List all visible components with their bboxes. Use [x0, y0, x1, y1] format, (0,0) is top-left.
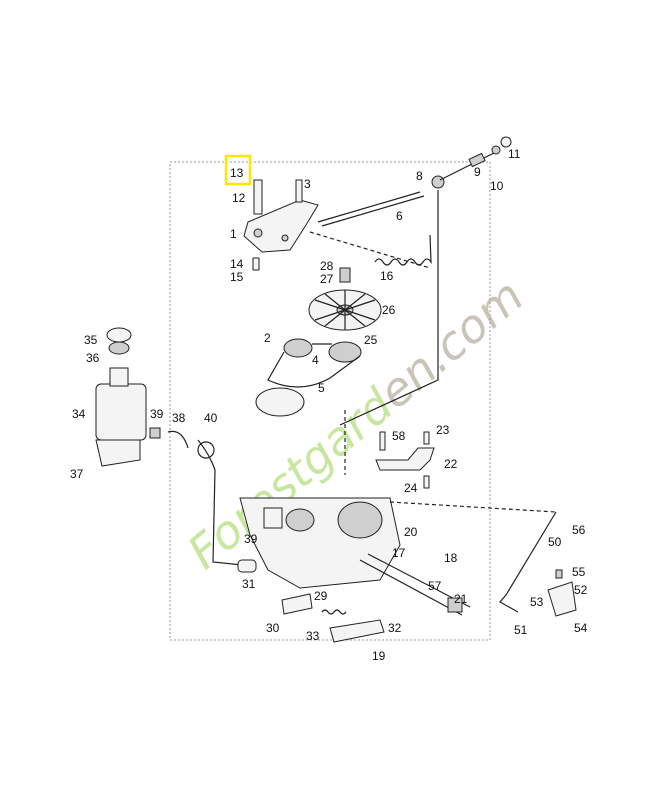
part-label-12[interactable]: 12: [232, 191, 246, 205]
part-label-6[interactable]: 6: [396, 209, 403, 223]
part-label-52[interactable]: 52: [574, 583, 588, 597]
part-label-14[interactable]: 14: [230, 257, 244, 271]
drive-belt: [255, 338, 362, 417]
part-label-36[interactable]: 36: [86, 351, 100, 365]
part-label-27[interactable]: 27: [320, 272, 334, 286]
assembly-boundary: [169, 161, 491, 641]
part-label-8[interactable]: 8: [416, 169, 423, 183]
part-label-29[interactable]: 29: [314, 589, 328, 603]
part-label-9[interactable]: 9: [474, 165, 481, 179]
part-label-22[interactable]: 22: [444, 457, 458, 471]
oil-reservoir: [95, 327, 243, 566]
cooling-fan: [308, 267, 382, 331]
part-label-5[interactable]: 5: [318, 381, 325, 395]
part-label-34[interactable]: 34: [72, 407, 86, 421]
part-label-28[interactable]: 28: [320, 259, 334, 273]
part-label-58[interactable]: 58: [392, 429, 406, 443]
part-label-55[interactable]: 55: [572, 565, 586, 579]
transmission-housing: [237, 497, 471, 643]
part-label-10[interactable]: 10: [490, 179, 504, 193]
cable-end-hardware: [439, 136, 512, 181]
part-label-3[interactable]: 3: [304, 177, 311, 191]
part-label-2[interactable]: 2: [264, 331, 271, 345]
part-label-54[interactable]: 54: [574, 621, 588, 635]
part-label-1[interactable]: 1: [230, 227, 237, 241]
control-rod: [389, 501, 577, 617]
part-label-56[interactable]: 56: [572, 523, 586, 537]
part-label-17[interactable]: 17: [392, 546, 406, 560]
part-label-16[interactable]: 16: [380, 269, 394, 283]
part-label-11[interactable]: 11: [508, 147, 521, 161]
part-label-24[interactable]: 24: [404, 481, 418, 495]
part-label-37[interactable]: 37: [70, 467, 84, 481]
part-label-39[interactable]: 39: [150, 407, 164, 421]
part-label-31[interactable]: 31: [242, 577, 256, 591]
part-label-20[interactable]: 20: [404, 525, 418, 539]
part-label-18[interactable]: 18: [444, 551, 458, 565]
part-label-40[interactable]: 40: [204, 411, 218, 425]
spring: [374, 234, 432, 266]
part-label-23[interactable]: 23: [436, 423, 450, 437]
part-label-51[interactable]: 51: [514, 623, 528, 637]
part-label-4[interactable]: 4: [312, 353, 319, 367]
part-label-30[interactable]: 30: [266, 621, 280, 635]
part-label-50[interactable]: 50: [548, 535, 562, 549]
part-label-21[interactable]: 21: [454, 592, 468, 606]
part-label-19[interactable]: 19: [372, 649, 386, 663]
lever-plate: [243, 179, 319, 271]
part-label-38[interactable]: 38: [172, 411, 186, 425]
mounting-bracket: [375, 431, 435, 489]
part-label-15[interactable]: 15: [230, 270, 244, 284]
part-label-25[interactable]: 25: [364, 333, 378, 347]
part-label-57[interactable]: 57: [428, 579, 442, 593]
highlighted-part-box: [224, 154, 252, 186]
part-label-26[interactable]: 26: [382, 303, 396, 317]
part-label-53[interactable]: 53: [530, 595, 544, 609]
part-label-39-lower[interactable]: 39: [244, 532, 258, 546]
part-label-32[interactable]: 32: [388, 621, 402, 635]
part-label-35[interactable]: 35: [84, 333, 98, 347]
part-label-13[interactable]: 13: [230, 166, 244, 180]
part-label-33[interactable]: 33: [306, 629, 320, 643]
